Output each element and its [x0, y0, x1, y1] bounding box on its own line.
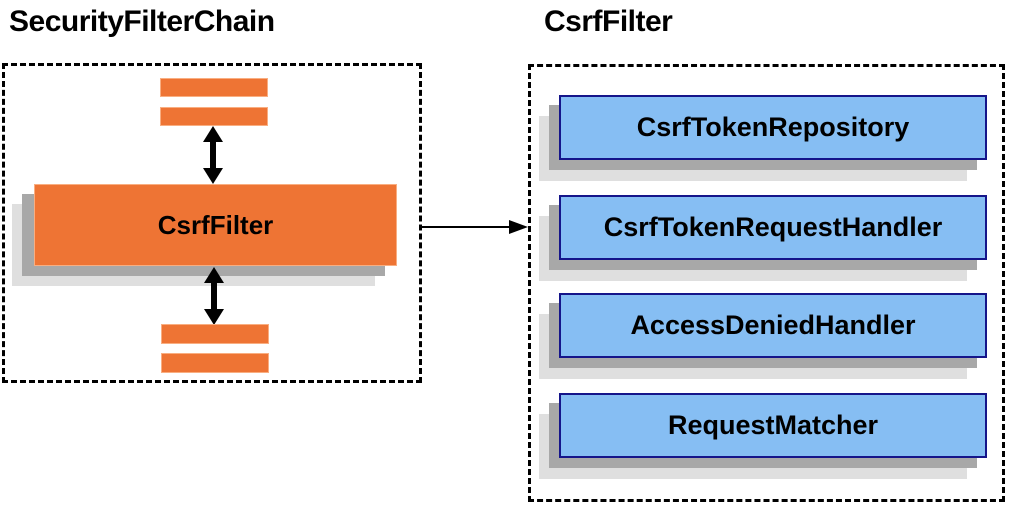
csrf-filter-title: CsrfFilter	[544, 5, 673, 38]
node-label: AccessDeniedHandler	[630, 310, 916, 340]
right-arrow-icon	[422, 220, 528, 234]
csrf-filter-container	[528, 64, 1005, 502]
filter-placeholder-bar	[161, 324, 269, 344]
node-label: CsrfTokenRepository	[636, 112, 910, 142]
security-filter-chain-title: SecurityFilterChain	[9, 5, 275, 38]
csrf-token-repository-node: CsrfTokenRepository	[559, 95, 987, 160]
filter-placeholder-bar	[160, 107, 268, 126]
double-headed-arrow-icon	[204, 267, 224, 325]
request-matcher-node: RequestMatcher	[559, 393, 987, 458]
csrf-token-request-handler-node: CsrfTokenRequestHandler	[559, 195, 987, 260]
access-denied-handler-node: AccessDeniedHandler	[559, 293, 987, 358]
filter-placeholder-bar	[161, 353, 269, 373]
node-label: RequestMatcher	[667, 410, 879, 440]
csrf-filter-node: CsrfFilter	[34, 184, 397, 266]
security-filter-chain-container	[2, 63, 422, 383]
filter-placeholder-bar	[160, 78, 268, 97]
node-label: CsrfTokenRequestHandler	[603, 212, 943, 242]
double-headed-arrow-icon	[203, 126, 223, 184]
csrf-filter-node-label: CsrfFilter	[157, 209, 274, 240]
